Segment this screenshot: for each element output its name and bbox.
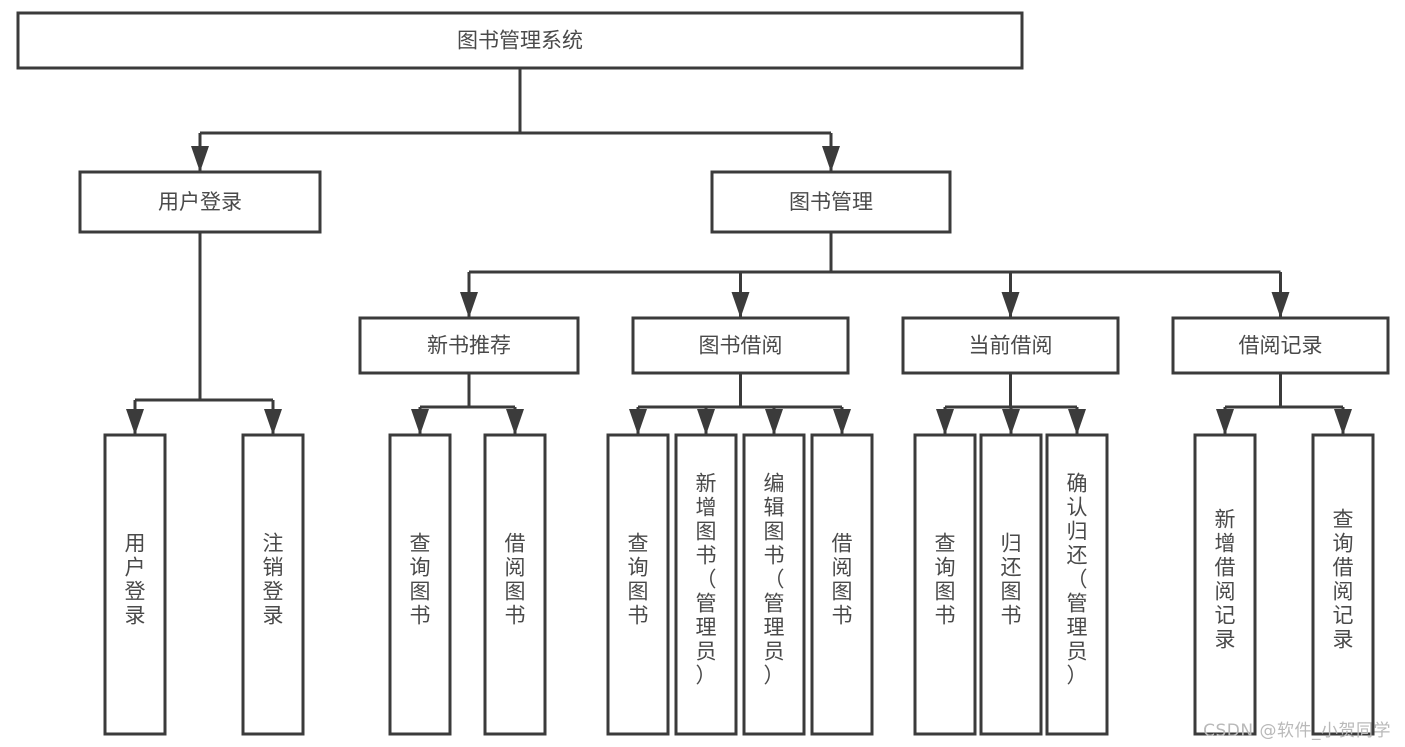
arrow-head-icon: [629, 409, 647, 435]
node-user-login-box: [78, 170, 322, 234]
node-book-manage-label: 图书管理: [789, 190, 873, 214]
node-user-login[interactable]: 用户登录: [78, 170, 322, 234]
node-borrow-record-box: [1171, 316, 1390, 375]
nodes-layer: 图书管理系统用户登录图书管理新书推荐图书借阅当前借阅借阅记录用户登录注销登录查询…: [16, 11, 1390, 736]
node-query-book-2-box: [606, 433, 670, 736]
arrow-head-icon: [1068, 409, 1086, 435]
node-query-book-1[interactable]: 查询图书: [388, 433, 452, 736]
node-add-book[interactable]: 新增图书（管理员）: [674, 433, 738, 736]
node-borrow-book-2-label: 借阅图书: [832, 532, 853, 628]
node-new-book-recommend[interactable]: 新书推荐: [358, 316, 580, 375]
node-borrow-book-2-box: [810, 433, 874, 736]
node-borrow-record-label: 借阅记录: [1239, 334, 1323, 358]
node-add-borrow-record[interactable]: 新增借阅记录: [1193, 433, 1257, 736]
arrow-head-icon: [833, 409, 851, 435]
node-user-login-do-label: 用户登录: [125, 532, 146, 628]
node-return-book-box: [979, 433, 1043, 736]
node-query-book-3-label: 查询图书: [935, 532, 956, 628]
node-borrow-record[interactable]: 借阅记录: [1171, 316, 1390, 375]
node-current-borrow-label: 当前借阅: [969, 334, 1053, 358]
arrow-head-icon: [1001, 292, 1020, 318]
node-user-login-do-box: [103, 433, 167, 736]
node-borrow-book-1-box: [483, 433, 547, 736]
node-current-borrow[interactable]: 当前借阅: [901, 316, 1120, 375]
node-add-borrow-record-label: 新增借阅记录: [1215, 508, 1236, 652]
node-new-book-recommend-label: 新书推荐: [427, 334, 511, 358]
node-query-borrow-record[interactable]: 查询借阅记录: [1311, 433, 1375, 736]
node-borrow-book-1[interactable]: 借阅图书: [483, 433, 547, 736]
node-edit-book-label: 编辑图书（管理员）: [764, 472, 785, 688]
csdn-watermark: CSDN @软件_小贺同学: [1203, 721, 1391, 741]
node-query-book-3-box: [913, 433, 977, 736]
arrow-head-icon: [765, 409, 783, 435]
node-query-book-2-label: 查询图书: [628, 532, 649, 628]
node-edit-book-box: [742, 433, 806, 736]
node-borrow-book-2[interactable]: 借阅图书: [810, 433, 874, 736]
arrow-head-icon: [1271, 292, 1290, 318]
node-current-borrow-box: [901, 316, 1120, 375]
node-add-book-label: 新增图书（管理员）: [696, 472, 717, 688]
arrow-head-icon: [126, 409, 144, 435]
node-root-box: [16, 11, 1024, 70]
arrow-head-icon: [460, 292, 478, 318]
node-add-borrow-record-box: [1193, 433, 1257, 736]
node-user-logout-label: 注销登录: [263, 532, 284, 628]
node-edit-book[interactable]: 编辑图书（管理员）: [742, 433, 806, 736]
node-book-borrow-box: [631, 316, 850, 375]
node-root-label: 图书管理系统: [457, 29, 583, 53]
node-book-manage-box: [710, 170, 952, 234]
node-root[interactable]: 图书管理系统: [16, 11, 1024, 70]
connectors-layer: [126, 68, 1352, 435]
arrow-head-icon: [191, 146, 209, 172]
arrow-head-icon: [506, 409, 524, 435]
arrow-head-icon: [822, 146, 840, 172]
arrow-head-icon: [1334, 409, 1352, 435]
node-user-login-do[interactable]: 用户登录: [103, 433, 167, 736]
node-return-book-label: 归还图书: [1001, 532, 1022, 628]
node-confirm-return-label: 确认归还（管理员）: [1067, 472, 1088, 688]
arrow-head-icon: [264, 409, 282, 435]
node-query-book-2[interactable]: 查询图书: [606, 433, 670, 736]
arrow-head-icon: [936, 409, 954, 435]
node-query-book-1-box: [388, 433, 452, 736]
node-user-logout-box: [241, 433, 305, 736]
node-confirm-return[interactable]: 确认归还（管理员）: [1045, 433, 1109, 736]
node-query-borrow-record-label: 查询借阅记录: [1333, 508, 1354, 652]
node-query-borrow-record-box: [1311, 433, 1375, 736]
arrow-head-icon: [731, 292, 750, 318]
node-user-logout[interactable]: 注销登录: [241, 433, 305, 736]
node-confirm-return-box: [1045, 433, 1109, 736]
arrow-head-icon: [1216, 409, 1234, 435]
node-book-borrow-label: 图书借阅: [699, 334, 783, 358]
node-book-manage[interactable]: 图书管理: [710, 170, 952, 234]
node-return-book[interactable]: 归还图书: [979, 433, 1043, 736]
node-borrow-book-1-label: 借阅图书: [505, 532, 526, 628]
node-add-book-box: [674, 433, 738, 736]
node-new-book-recommend-box: [358, 316, 580, 375]
node-book-borrow[interactable]: 图书借阅: [631, 316, 850, 375]
arrow-head-icon: [1002, 409, 1020, 435]
arrow-head-icon: [411, 409, 429, 435]
node-query-book-3[interactable]: 查询图书: [913, 433, 977, 736]
arrow-head-icon: [697, 409, 715, 435]
node-query-book-1-label: 查询图书: [410, 532, 431, 628]
node-user-login-label: 用户登录: [158, 190, 242, 214]
